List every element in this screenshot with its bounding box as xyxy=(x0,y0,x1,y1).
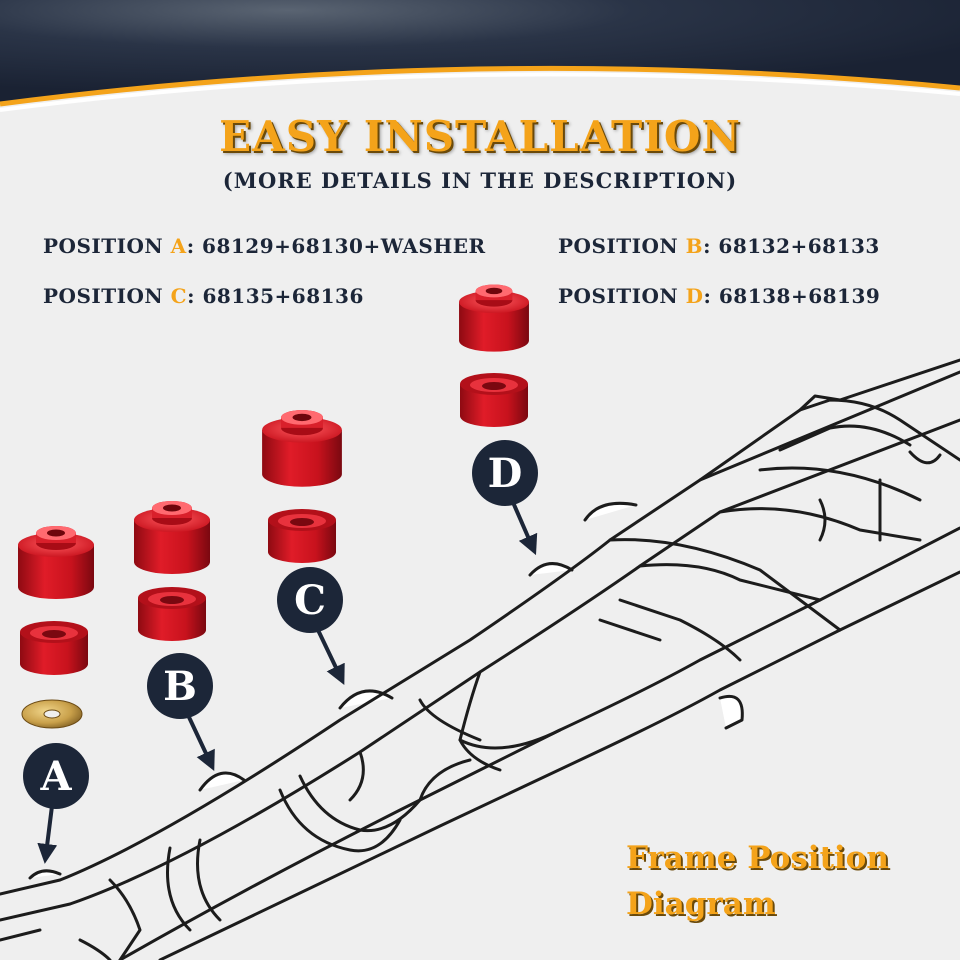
position-a-letter: A xyxy=(170,234,187,258)
bushing-d-upper xyxy=(459,284,529,352)
position-a-parts: : 68129+68130+WASHER xyxy=(186,234,486,258)
position-b-letter: B xyxy=(685,234,704,258)
marker-b: B xyxy=(147,653,213,719)
bushing-stack-c xyxy=(262,410,342,563)
position-a-spec: POSITION A: 68129+68130+WASHER xyxy=(43,234,486,258)
bushing-b-lower xyxy=(138,587,206,641)
bushing-c-upper xyxy=(262,410,342,487)
bushing-b-upper xyxy=(134,501,210,574)
position-d-prefix: POSITION xyxy=(558,284,686,308)
marker-d-label: D xyxy=(488,450,523,497)
arrow-b xyxy=(186,714,215,772)
arrow-a xyxy=(37,805,58,864)
position-b-prefix: POSITION xyxy=(558,234,686,258)
bushing-a-upper xyxy=(18,526,94,599)
bushing-stack-d xyxy=(459,284,529,427)
truck-frame xyxy=(0,358,960,960)
header-band xyxy=(0,0,960,112)
arrow-c xyxy=(316,629,345,686)
position-c-prefix: POSITION xyxy=(43,284,171,308)
bushing-stack-a xyxy=(18,526,94,729)
marker-c-label: C xyxy=(294,577,326,624)
bushing-a-lower xyxy=(20,621,88,675)
page-subtitle: (MORE DETAILS IN THE DESCRIPTION) xyxy=(222,168,738,193)
position-c-parts: : 68135+68136 xyxy=(187,284,364,308)
diagram-caption-line2: Diagram xyxy=(626,886,776,922)
position-d-letter: D xyxy=(685,284,704,308)
bushing-c-lower xyxy=(268,509,336,563)
bushing-stack-b xyxy=(134,501,210,641)
marker-b-label: B xyxy=(163,663,197,710)
arrow-d xyxy=(510,499,538,556)
position-c-letter: C xyxy=(170,284,188,308)
position-d-parts: : 68138+68139 xyxy=(703,284,881,308)
position-a-prefix: POSITION xyxy=(43,234,171,258)
marker-c: C xyxy=(277,567,343,633)
position-b-spec: POSITION B: 68132+68133 xyxy=(558,234,880,258)
page-title: EASY INSTALLATION xyxy=(219,112,741,161)
marker-d: D xyxy=(472,440,538,506)
position-c-spec: POSITION C: 68135+68136 xyxy=(43,284,364,308)
marker-a: A xyxy=(23,743,89,809)
position-b-parts: : 68132+68133 xyxy=(703,234,880,258)
bushing-d-lower xyxy=(460,373,528,427)
position-d-spec: POSITION D: 68138+68139 xyxy=(558,284,880,308)
marker-a-label: A xyxy=(39,753,72,800)
diagram-caption-line1: Frame Position xyxy=(626,840,889,876)
washer-a xyxy=(21,699,83,729)
